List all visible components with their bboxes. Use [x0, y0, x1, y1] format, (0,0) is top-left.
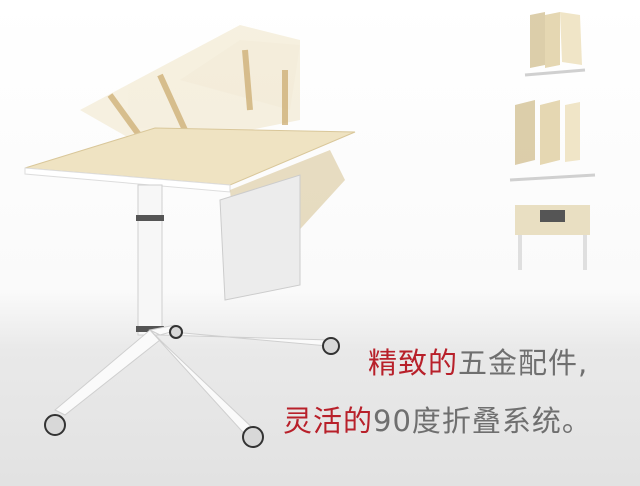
caption-folding-text: 90度折叠系统。	[373, 404, 592, 438]
thumbnail-folded-table	[515, 205, 590, 270]
caption-hardware-highlight: 精致的	[368, 346, 459, 380]
thumbnail-nested-tables	[509, 100, 596, 182]
caption-hardware-text: 五金配件,	[458, 346, 589, 380]
caption-hardware: 精致的五金配件,	[368, 340, 588, 382]
caption-folding-highlight: 灵活的	[283, 404, 374, 438]
caster-wheels	[44, 325, 340, 448]
table-leg	[137, 184, 163, 336]
thumbnail-stacked-tables	[524, 12, 586, 77]
caption-folding: 灵活的90度折叠系统。	[283, 398, 592, 440]
